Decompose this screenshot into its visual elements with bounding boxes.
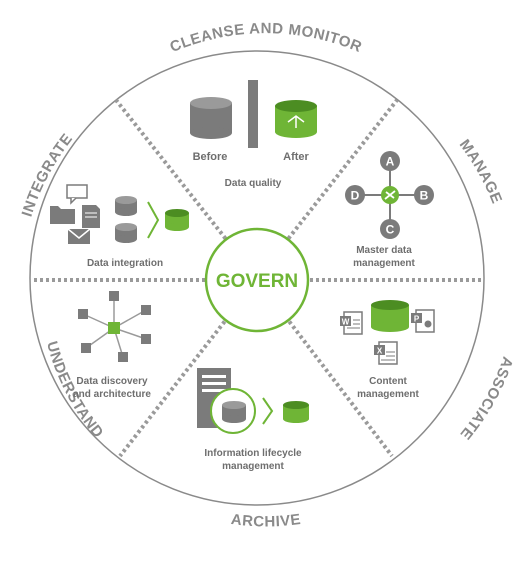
master-data-caption-2: management — [353, 258, 415, 269]
lifecycle-caption-2: management — [222, 461, 284, 472]
network-node — [81, 343, 91, 353]
spoke-lower-right — [280, 310, 394, 458]
node-d — [345, 185, 365, 205]
content-caption-2: management — [357, 389, 419, 400]
integration-green-database-icon — [165, 209, 189, 231]
svg-text:C: C — [386, 223, 395, 237]
network-node — [78, 309, 88, 319]
lifecycle-caption-1: Information lifecycle — [204, 448, 302, 459]
excel-document-icon: X — [374, 341, 398, 365]
discovery-caption-1: Data discovery — [76, 376, 148, 387]
spoke-upper-right — [279, 98, 399, 250]
govern-center: GOVERN — [204, 227, 310, 333]
arrow-chevron-icon — [262, 397, 274, 425]
powerpoint-document-icon: P — [411, 309, 435, 333]
network-node — [118, 352, 128, 362]
lifecycle-database-icon — [222, 401, 246, 423]
folder-icon — [50, 206, 75, 224]
node-c — [380, 219, 400, 239]
segment-master-data: A B C D Master data management — [345, 151, 434, 269]
discovery-caption-2: and architecture — [73, 389, 151, 400]
segment-data-quality: Before After Data quality — [190, 80, 317, 189]
svg-text:P: P — [414, 315, 420, 324]
svg-text:X: X — [377, 347, 383, 356]
segment-integration: Data integration — [50, 184, 189, 269]
envelope-icon — [67, 228, 91, 244]
content-caption-1: Content — [369, 376, 407, 387]
master-data-caption-1: Master data — [356, 245, 412, 256]
segment-content: W P X Content management — [340, 300, 435, 400]
network-hub — [108, 322, 120, 334]
network-node — [109, 291, 119, 301]
document-icon — [82, 205, 100, 228]
govern-circle — [204, 227, 310, 333]
before-label: Before — [193, 151, 228, 163]
svg-text:W: W — [342, 318, 350, 327]
lifecycle-green-database-icon — [283, 401, 309, 423]
svg-text:D: D — [351, 189, 360, 203]
word-document-icon: W — [340, 311, 363, 335]
before-database-icon — [190, 97, 232, 139]
integration-database-icon-top — [115, 196, 137, 216]
network-node — [141, 305, 151, 315]
svg-text:A: A — [386, 155, 395, 169]
segment-lifecycle: Information lifecycle management — [197, 368, 309, 472]
node-b — [414, 185, 434, 205]
after-database-icon — [275, 100, 317, 138]
ring-label-manage: MANAGE — [456, 136, 506, 206]
content-database-icon — [371, 300, 409, 332]
outer-ring — [29, 50, 485, 506]
network-node — [141, 334, 151, 344]
node-a — [380, 151, 400, 171]
svg-text:B: B — [420, 189, 429, 203]
ring-label-integrate: INTEGRATE — [19, 130, 77, 218]
integration-chevron-icon — [147, 201, 160, 239]
spoke-upper-left — [114, 98, 235, 250]
chat-bubble-icon — [66, 184, 88, 205]
integration-caption: Data integration — [87, 258, 163, 269]
divider-bar — [248, 80, 258, 148]
after-label: After — [283, 151, 309, 163]
integration-database-icon-bottom — [115, 223, 137, 243]
spokes — [32, 98, 482, 458]
spoke-lower-left — [118, 310, 234, 458]
data-quality-caption: Data quality — [225, 178, 282, 189]
ring-label-archive: ARCHIVE — [230, 511, 302, 530]
segment-discovery: Data discovery and architecture — [73, 291, 151, 400]
govern-label: GOVERN — [216, 271, 298, 292]
